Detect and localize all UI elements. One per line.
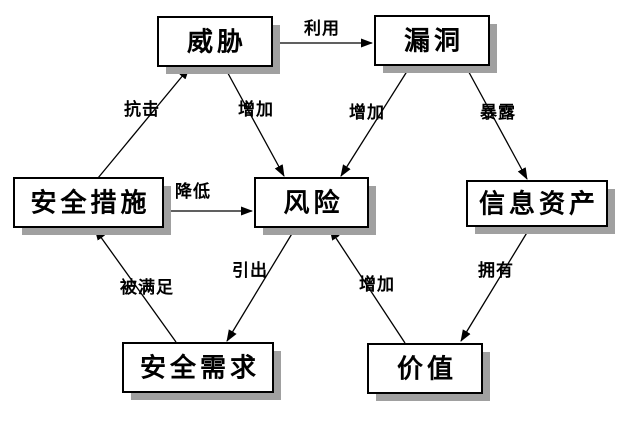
node-box-vulnerability <box>374 15 490 66</box>
edge-measures-reduce-risk: 降低 <box>163 181 253 216</box>
node-box-info-assets <box>466 180 608 227</box>
node-box-security-measures <box>13 177 164 228</box>
node-value: 价值 <box>367 343 490 401</box>
edge-measures-resist-threat: 抗击 <box>97 67 190 179</box>
edge-line-requirements-satisfiedby-measures <box>94 228 177 343</box>
edge-label-assets-own-value: 拥有 <box>478 260 514 280</box>
node-risk: 风险 <box>254 177 376 235</box>
edge-line-risk-leadsto-requirements <box>226 226 297 342</box>
edge-label-requirements-satisfiedby-measures: 被满足 <box>120 277 174 297</box>
edge-line-vulnerability-exposes-assets <box>464 64 528 180</box>
edge-line-vulnerability-increases-risk <box>340 64 412 177</box>
edge-threat-exploits-vulnerability: 利用 <box>273 18 373 48</box>
edge-vulnerability-increases-risk: 增加 <box>340 64 412 177</box>
edge-label-vulnerability-exposes-assets: 暴露 <box>479 103 516 122</box>
edge-label-measures-resist-threat: 抗击 <box>124 99 160 119</box>
edge-assets-own-value: 拥有 <box>460 225 532 342</box>
node-info-assets: 信息资产 <box>466 180 615 234</box>
node-label-info-assets: 信息资产 <box>479 189 599 219</box>
node-label-risk: 风险 <box>283 188 343 218</box>
node-label-threat: 威胁 <box>187 27 247 57</box>
edge-vulnerability-exposes-assets: 暴露 <box>464 64 528 180</box>
edge-line-assets-own-value <box>460 225 532 342</box>
node-vulnerability: 漏洞 <box>374 15 497 73</box>
edge-value-increases-risk: 增加 <box>329 228 406 344</box>
node-label-value: 价值 <box>397 354 457 384</box>
node-security-measures: 安全措施 <box>13 177 171 235</box>
node-box-value <box>367 343 483 394</box>
edge-risk-leadsto-requirements: 引出 <box>226 226 297 342</box>
edge-label-threat-exploits-vulnerability: 利用 <box>304 18 340 38</box>
edge-line-measures-resist-threat <box>97 67 190 179</box>
edge-threat-increases-risk: 增加 <box>223 65 285 177</box>
edge-label-vulnerability-increases-risk: 增加 <box>349 102 385 122</box>
edge-line-value-increases-risk <box>329 228 406 344</box>
node-threat: 威胁 <box>157 16 280 74</box>
node-label-security-requirements: 安全需求 <box>140 353 260 383</box>
edge-line-threat-increases-risk <box>223 65 285 177</box>
node-box-threat <box>157 16 273 67</box>
node-label-security-measures: 安全措施 <box>30 188 150 218</box>
node-security-requirements: 安全需求 <box>122 342 281 400</box>
node-label-vulnerability: 漏洞 <box>404 26 464 56</box>
edge-label-threat-increases-risk: 增加 <box>238 99 274 119</box>
edge-label-risk-leadsto-requirements: 引出 <box>232 260 268 280</box>
node-box-security-requirements <box>122 342 274 393</box>
node-box-risk <box>254 177 369 228</box>
edge-requirements-satisfiedby-measures: 被满足 <box>94 228 177 343</box>
edge-label-measures-reduce-risk: 降低 <box>175 181 211 201</box>
edge-label-value-increases-risk: 增加 <box>359 274 395 294</box>
